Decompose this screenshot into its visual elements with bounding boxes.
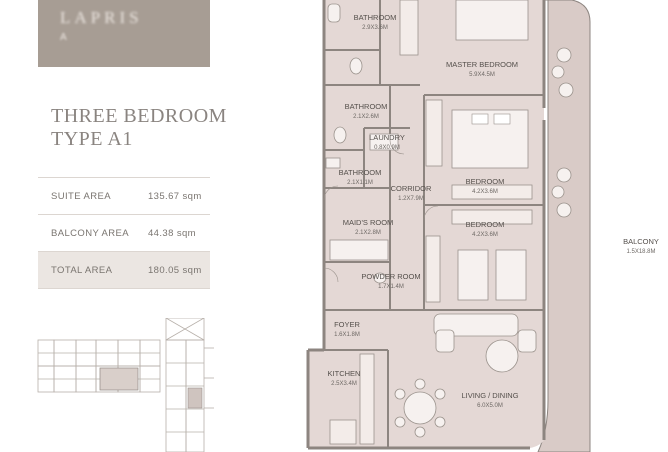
room-name: POWDER ROOM <box>361 272 421 281</box>
kitchen-counter <box>359 353 375 445</box>
room-label-kitchen: KITCHEN 2.5X3.4M <box>328 369 361 389</box>
logo-wordmark: LAPRIS <box>60 8 143 27</box>
room-name: CORRIDOR <box>390 184 432 193</box>
room-label-balcony: BALCONY 1.5X18.8M <box>623 237 659 257</box>
room-label-master-bedroom: MASTER BEDROOM 5.9X4.5M <box>446 60 518 80</box>
room-label-bathroom-2: BATHROOM 2.1X2.6M <box>345 102 388 122</box>
room-dims: 5.9X4.5M <box>469 72 495 78</box>
unit-title-line2: TYPE A1 <box>51 128 133 150</box>
area-row-total: TOTAL AREA 180.05 sqm <box>38 251 210 289</box>
room-label-laundry: LAUNDRY 0.8X0.9M <box>369 133 405 153</box>
bedroom-bed <box>451 109 529 169</box>
floor-plan-drawing <box>306 0 591 452</box>
area-label: BALCONY AREA <box>51 227 130 239</box>
room-label-powder-room: POWDER ROOM 1.7X1.4M <box>361 272 420 292</box>
area-value: 44.38 sqm <box>148 227 196 239</box>
area-table: SUITE AREA 135.67 sqm BALCONY AREA 44.38… <box>38 177 210 289</box>
key-plan <box>37 318 214 452</box>
room-name: FOYER <box>334 320 360 329</box>
area-label: TOTAL AREA <box>51 264 113 276</box>
logo-subline: A <box>60 32 72 43</box>
area-row-balcony: BALCONY AREA 44.38 sqm <box>38 214 210 251</box>
room-label-foyer: FOYER 1.6X1.8M <box>334 320 360 340</box>
brand-logo: LAPRIS A <box>38 0 210 67</box>
room-name: MAID'S ROOM <box>342 218 394 227</box>
room-dims: 2.1X2.8M <box>355 230 381 236</box>
room-name: BEDROOM <box>465 220 505 229</box>
room-dims: 2.5X3.4M <box>331 381 357 387</box>
sofa <box>433 313 519 337</box>
room-name: LIVING / DINING <box>461 391 519 400</box>
unit-title-line1: THREE BEDROOM <box>51 105 227 127</box>
room-dims: 4.2X3.6M <box>472 232 498 238</box>
room-name: KITCHEN <box>327 369 361 378</box>
area-label: SUITE AREA <box>51 190 111 202</box>
room-name: BATHROOM <box>353 13 397 22</box>
floor-plan: BATHROOM 2.9X3.6M MASTER BEDROOM 5.9X4.5… <box>300 0 668 452</box>
dining-table <box>403 391 437 425</box>
area-value: 180.05 sqm <box>148 264 202 276</box>
area-row-suite: SUITE AREA 135.67 sqm <box>38 177 210 214</box>
room-label-bedroom-3: BEDROOM 4.2X3.6M <box>466 220 505 240</box>
unit-title: THREE BEDROOM TYPE A1 <box>51 105 227 151</box>
twin-bed-left <box>457 249 489 301</box>
room-dims: 1.5X18.8M <box>626 249 656 255</box>
room-dims: 2.1X1.1M <box>347 180 373 186</box>
room-label-corridor: CORRIDOR 1.2X7.9M <box>391 184 432 204</box>
twin-bed-right <box>495 249 527 301</box>
key-plan-unit-highlight <box>99 367 139 391</box>
room-name: BATHROOM <box>338 168 382 177</box>
area-value: 135.67 sqm <box>148 190 202 202</box>
room-dims: 2.9X3.6M <box>362 25 388 31</box>
room-label-bedroom-2: BEDROOM 4.2X3.6M <box>466 177 505 197</box>
room-name: MASTER BEDROOM <box>445 60 519 69</box>
room-label-bathroom-master: BATHROOM 2.9X3.6M <box>354 13 397 33</box>
room-label-maids-room: MAID'S ROOM 2.1X2.8M <box>343 218 394 238</box>
master-bed <box>455 0 529 41</box>
room-label-bathroom-3: BATHROOM 2.1X1.1M <box>339 168 382 188</box>
room-name: BATHROOM <box>344 102 388 111</box>
room-label-living-dining: LIVING / DINING 6.0X5.0M <box>461 391 518 411</box>
room-dims: 0.8X0.9M <box>374 145 400 151</box>
room-name: BEDROOM <box>465 177 505 186</box>
room-dims: 1.6X1.8M <box>334 332 360 338</box>
room-name: BALCONY <box>623 237 659 246</box>
room-dims: 1.2X7.9M <box>398 196 424 202</box>
room-dims: 6.0X5.0M <box>477 403 503 409</box>
room-dims: 1.7X1.4M <box>378 284 404 290</box>
room-name: LAUNDRY <box>369 133 405 142</box>
room-dims: 2.1X2.6M <box>353 114 379 120</box>
room-dims: 4.2X3.6M <box>472 189 498 195</box>
